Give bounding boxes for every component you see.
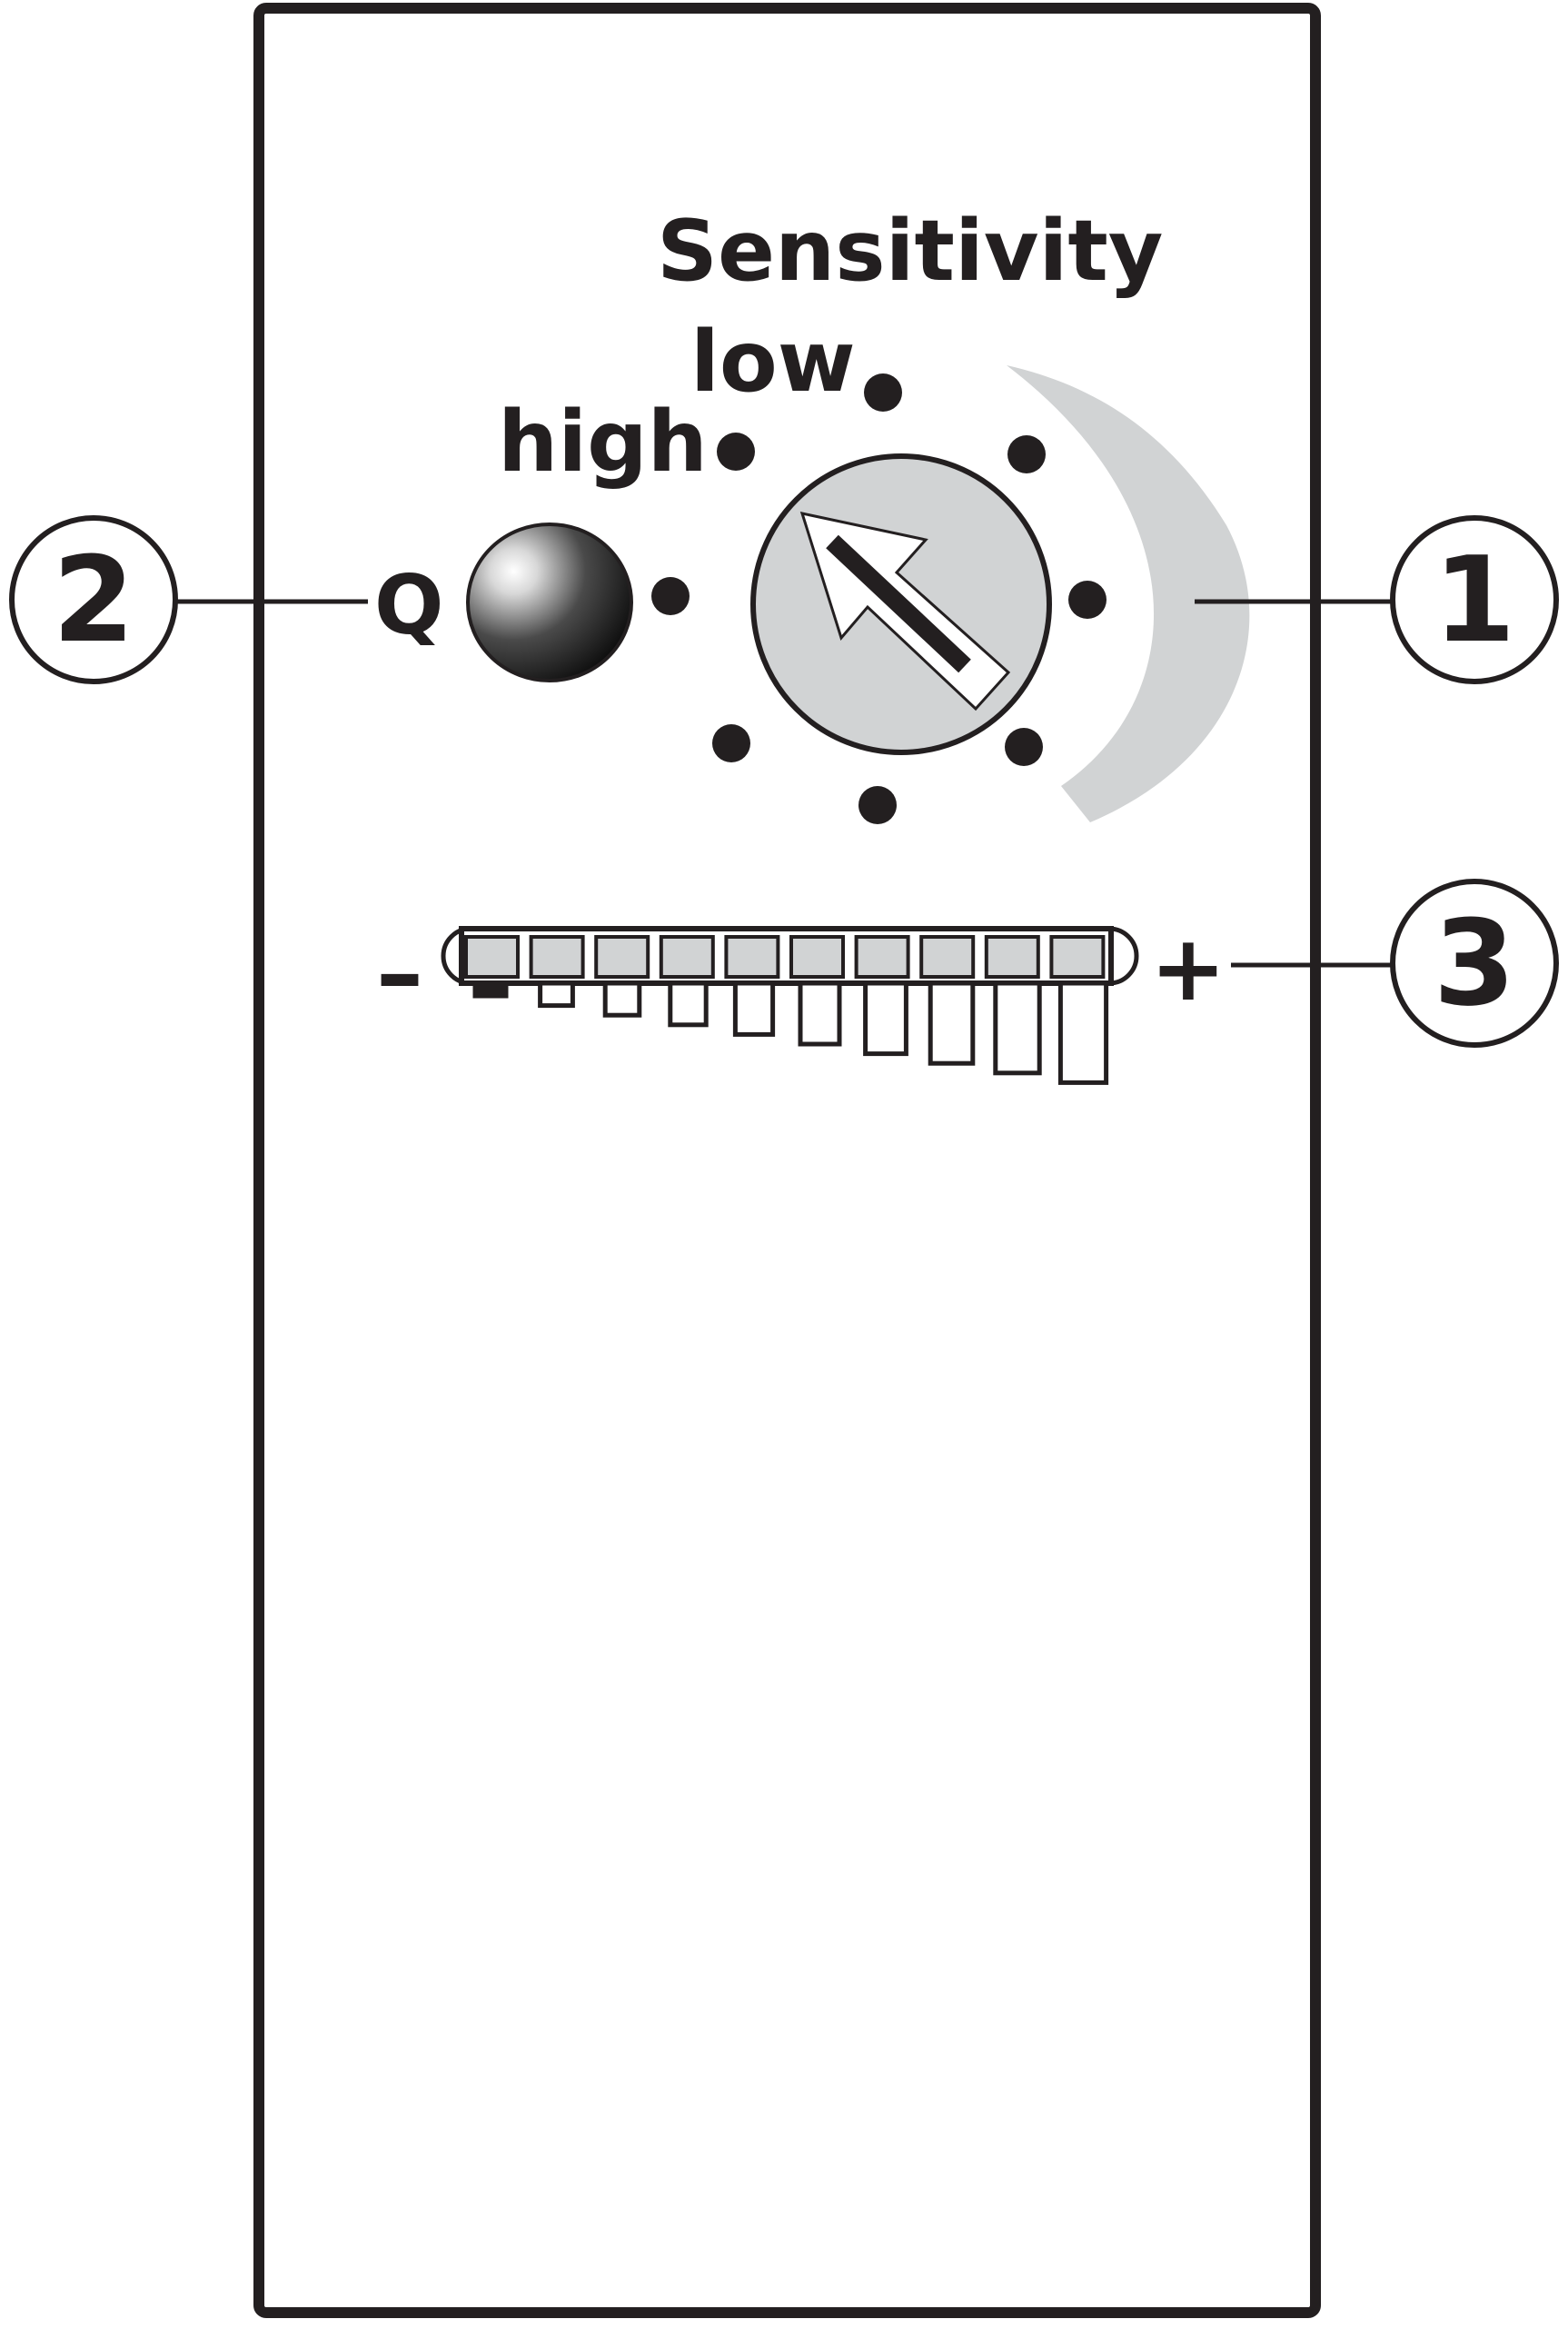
callout-2: 2 [9, 515, 178, 684]
bar-segment [1049, 935, 1106, 979]
callout-3: 3 [1390, 879, 1559, 1048]
bar-ramp-step [993, 980, 1042, 1076]
bar-segment [919, 935, 976, 979]
sensitivity-dial[interactable] [750, 453, 1052, 755]
minus-label: – [376, 918, 423, 1029]
dial-pointer-slot [826, 534, 971, 673]
bar-segment [984, 935, 1040, 979]
bar-ramp-step [668, 980, 709, 1028]
callout-1: 1 [1390, 515, 1559, 684]
bar-ramp-step [472, 980, 509, 999]
plus-label: + [1150, 915, 1226, 1021]
bar-ramp-step [732, 980, 776, 1037]
bar-segment [659, 935, 715, 979]
callout-3-circle [1390, 879, 1559, 1048]
callout-1-number: 1 [1434, 531, 1515, 669]
dial-detent-dots [651, 373, 1107, 824]
callout-2-number: 2 [53, 531, 134, 669]
callout-2-circle [9, 515, 178, 684]
sensitivity-label: Sensitivity [657, 202, 1163, 300]
bar-segment [464, 935, 520, 979]
q-indicator-led [466, 523, 633, 682]
dial-detent-dot [1005, 728, 1043, 766]
bar-segment [594, 935, 650, 979]
bar-ramp-step [538, 980, 575, 1009]
signal-bar-graph [441, 926, 1139, 1085]
dial-detent-dot [1007, 435, 1046, 473]
bar-ramp-step [1057, 980, 1109, 1085]
callout-3-number: 3 [1434, 894, 1515, 1032]
q-label: Q [374, 558, 444, 653]
bar-segment [854, 935, 910, 979]
bar-ramp-step [928, 980, 976, 1066]
dial-detent-dot [717, 433, 755, 471]
dial-detent-dot [858, 786, 897, 824]
high-label: high [498, 393, 708, 491]
dial-detent-dot [712, 724, 750, 762]
rotation-arc [1007, 365, 1250, 822]
bar-graph-ramp [472, 980, 1109, 1085]
bar-segment [789, 935, 845, 979]
bar-ramp-step [863, 980, 908, 1057]
callout-1-circle [1390, 515, 1559, 684]
bar-segment [724, 935, 780, 979]
bar-segment [529, 935, 585, 979]
dial-detent-dot [864, 373, 902, 412]
low-label: low [690, 313, 856, 411]
dial-detent-dot [1068, 581, 1107, 619]
bar-ramp-step [798, 980, 842, 1047]
bar-graph-segments [464, 935, 1106, 979]
panel-housing [253, 3, 1321, 2318]
dial-detent-dot [651, 577, 690, 615]
bar-ramp-step [602, 980, 642, 1018]
